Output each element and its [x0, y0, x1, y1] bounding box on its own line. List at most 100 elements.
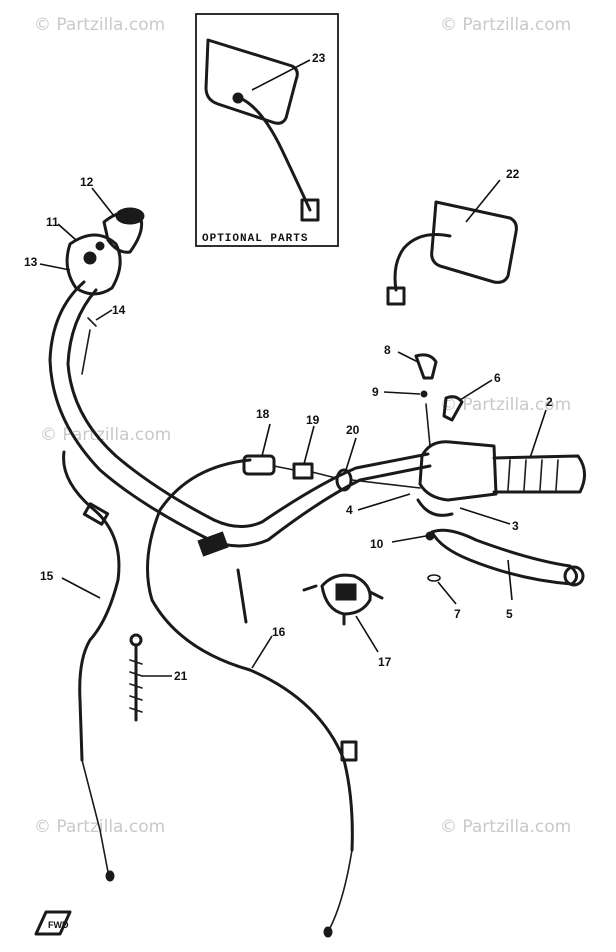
- leader-3: [459, 507, 511, 525]
- part-label-17: 17: [378, 655, 392, 669]
- fwd-arrow: FWD: [34, 910, 72, 936]
- part-label-23: 23: [312, 51, 326, 65]
- handlebar-tab: [236, 568, 248, 624]
- part-label-16: 16: [272, 625, 286, 639]
- throttle-housing: [418, 440, 498, 502]
- cable-15-wire: [81, 759, 109, 873]
- cable-15: [62, 450, 121, 762]
- leader-12: [91, 187, 115, 217]
- right-grip-ridges: [507, 459, 559, 491]
- leader-16: [251, 635, 273, 669]
- part-label-14: 14: [112, 303, 126, 317]
- bolt-shaft: [425, 403, 431, 447]
- part-label-12: 12: [80, 175, 94, 189]
- part-label-9: 9: [372, 385, 379, 399]
- cable-16-sleeve: [340, 740, 358, 762]
- leader-20: [345, 437, 357, 471]
- fwd-arrow-shape: [34, 910, 72, 936]
- part-label-21: 21: [174, 669, 188, 683]
- optional-parts-frame: [195, 13, 339, 247]
- part-label-2: 2: [546, 395, 553, 409]
- left-switch-housing: [65, 233, 122, 296]
- part-label-11: 11: [46, 215, 59, 229]
- watermark-mid-right: © Partzilla.com: [440, 395, 571, 415]
- left-switch-button-2: [95, 241, 105, 251]
- pivot-bolt-10: [425, 531, 435, 541]
- junction-17-core: [335, 583, 357, 601]
- watermarks: © Partzilla.com © Partzilla.com © Partzi…: [34, 15, 571, 837]
- right-grip: [492, 454, 586, 494]
- part-label-18: 18: [256, 407, 270, 421]
- leader-14: [95, 309, 113, 321]
- watermark-bottom-right: © Partzilla.com: [440, 817, 571, 837]
- mirror-23-pivot: [232, 92, 244, 104]
- handlebar-inner-line: [66, 288, 430, 528]
- left-grip-end: [115, 207, 145, 225]
- part-label-6: 6: [494, 371, 501, 385]
- part-label-3: 3: [512, 519, 519, 533]
- part-label-7: 7: [454, 607, 461, 621]
- handlebar-band: [197, 531, 229, 557]
- part-label-15: 15: [40, 569, 54, 583]
- part-label-13: 13: [24, 255, 38, 269]
- leader-9: [383, 391, 421, 395]
- part-label-8: 8: [384, 343, 391, 357]
- optional-parts-box: OPTIONAL PARTS: [195, 13, 339, 247]
- washer-7: [427, 574, 441, 582]
- watermark-top-left: © Partzilla.com: [34, 15, 165, 35]
- cable-16-end: [323, 926, 333, 938]
- leader-15: [61, 577, 101, 599]
- junction-17-ports: [302, 584, 384, 626]
- leader-13: [39, 263, 71, 271]
- mirror-23-nut: [300, 198, 320, 222]
- cable-16: [146, 458, 354, 852]
- bolt-8: [414, 353, 438, 380]
- part-label-22: 22: [506, 167, 520, 181]
- leader-22: [465, 179, 501, 223]
- mirror-23-head: [204, 38, 299, 125]
- leader-17: [355, 615, 379, 653]
- leader-lines: [39, 59, 547, 677]
- leader-4: [357, 493, 411, 511]
- leader-2: [529, 409, 547, 459]
- mirror-22-stem: [393, 233, 452, 292]
- left-screw-14: [81, 317, 97, 375]
- adjuster-6: [442, 395, 464, 422]
- clamp-3: [416, 498, 454, 517]
- left-switch-button: [83, 251, 97, 265]
- brake-lever-tip: [563, 565, 585, 587]
- part-labels: 12 11 13 14 23 22 8 9 6 2 3 4 10 7 5 17 …: [24, 51, 553, 683]
- watermark-mid-left: © Partzilla.com: [40, 425, 171, 445]
- leader-7: [437, 581, 457, 605]
- mirror-22-head: [430, 200, 518, 284]
- part-label-19: 19: [306, 413, 320, 427]
- right-grip-assembly: [414, 353, 586, 587]
- leader-18: [261, 423, 271, 457]
- mirror-22: [386, 200, 518, 306]
- left-grip-assembly: [65, 207, 145, 375]
- part-label-4: 4: [346, 503, 353, 517]
- leader-10: [391, 535, 427, 543]
- leader-8: [397, 351, 419, 363]
- mirror-23-stem: [238, 96, 312, 212]
- bolt-21: [129, 633, 143, 722]
- throttle-cable-end: [242, 454, 421, 492]
- cable-16-wire: [329, 849, 353, 929]
- leader-6: [459, 379, 493, 401]
- part-label-10: 10: [370, 537, 384, 551]
- watermark-top-right: © Partzilla.com: [440, 15, 571, 35]
- bolt-21-thread: [129, 659, 143, 713]
- leader-19: [303, 425, 315, 465]
- brake-lever-5: [430, 528, 578, 586]
- nut-9: [420, 390, 428, 398]
- cable-15-clip: [82, 502, 110, 526]
- leader-23: [251, 59, 311, 91]
- junction-17-body: [320, 573, 372, 616]
- bolt-21-head: [129, 633, 143, 647]
- mirror-22-nut: [386, 286, 406, 306]
- optional-parts-label: OPTIONAL PARTS: [202, 233, 308, 245]
- part-label-20: 20: [346, 423, 360, 437]
- leader-11: [57, 223, 77, 241]
- part-label-5: 5: [506, 607, 513, 621]
- fwd-label: FWD: [48, 920, 69, 930]
